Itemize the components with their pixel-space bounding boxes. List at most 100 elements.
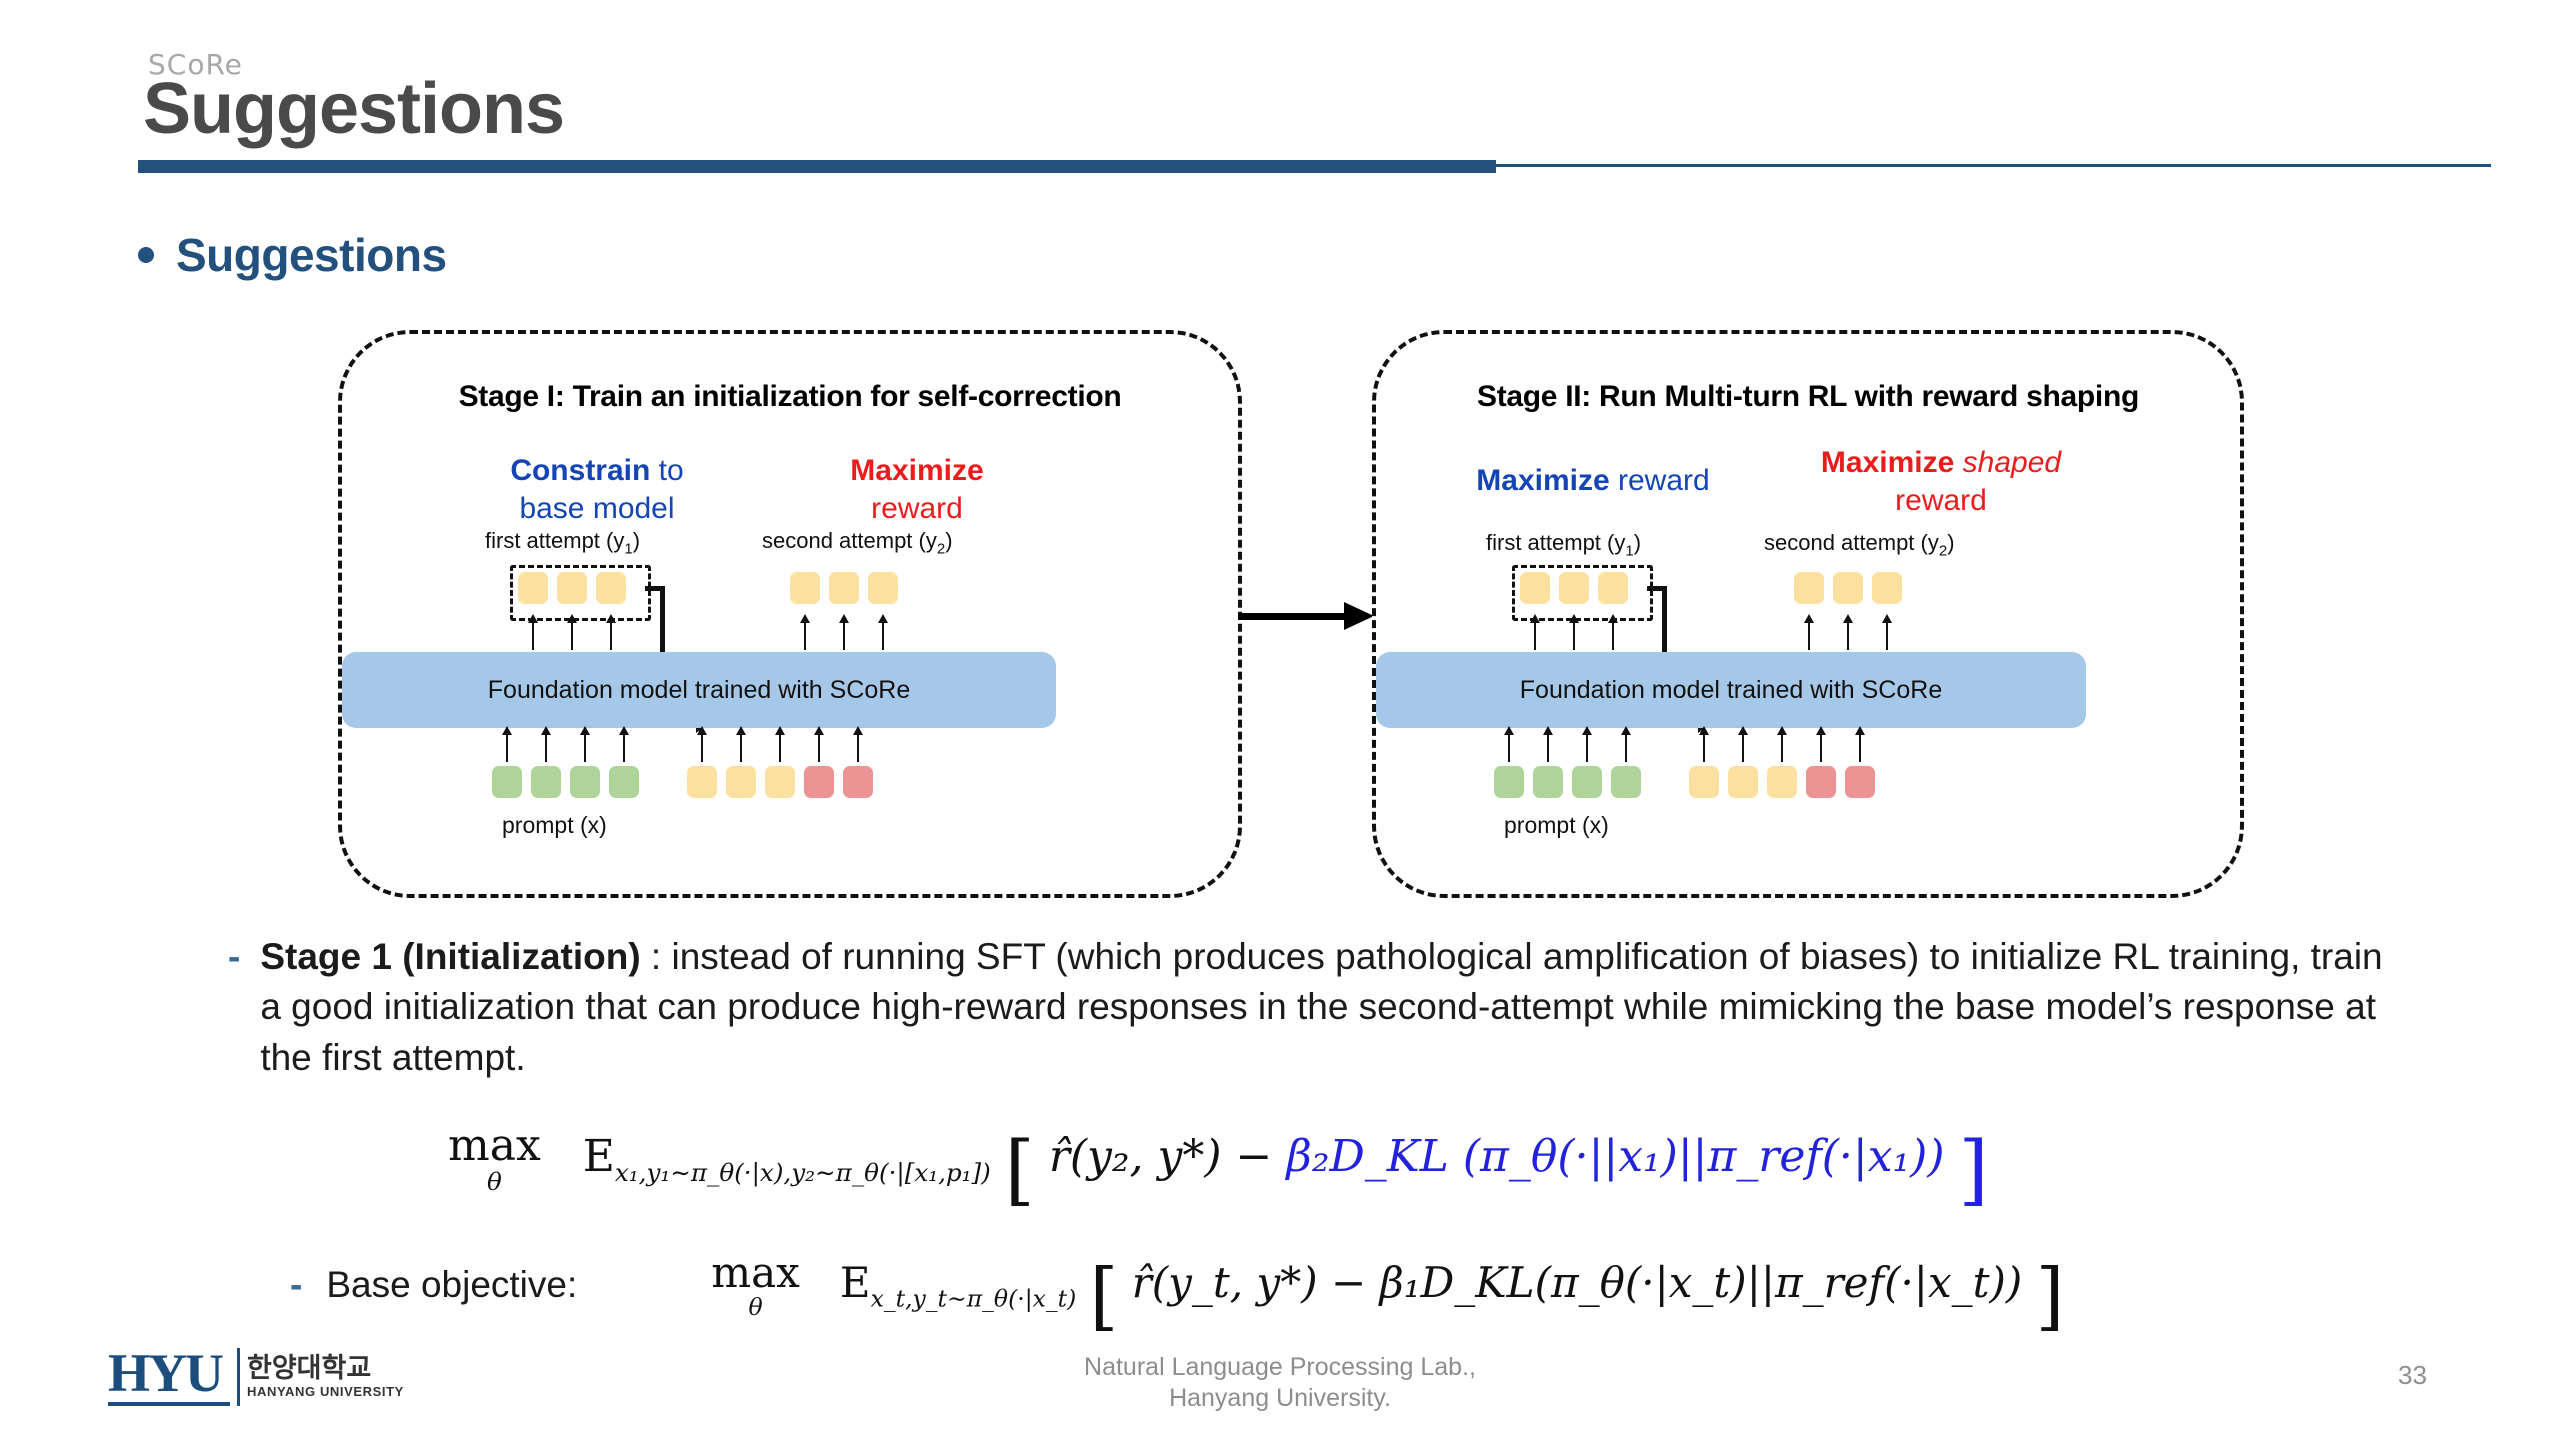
stage-2-left-objective-rest: reward (1609, 464, 1710, 497)
stage-1-first-attempt-sub: 1 (624, 540, 633, 558)
stage-1-second-attempt-tokens (790, 572, 898, 604)
pipeline-diagram: Stage I: Train an initialization for sel… (0, 318, 2560, 898)
stage-2-right-objective-line2: reward (1895, 484, 1987, 518)
body-bullet-stage1: - Stage 1 (Initialization) : instead of … (228, 932, 2408, 1083)
section-heading-label: Suggestions (176, 229, 447, 281)
arrow-up-icon (697, 726, 707, 762)
arrow-up-icon (1882, 614, 1892, 650)
token (829, 572, 859, 604)
formula-main-bracket-close: ] (1958, 1126, 1989, 1216)
formula-stage1-objective: max θ Ex₁,y₁∼π_θ(·|x),y₂∼π_θ(·|[x₁,p₁]) … (448, 1120, 1989, 1216)
formula-base-label: Base objective: (326, 1264, 578, 1305)
body-bullet-content: Stage 1 (Initialization) : instead of ru… (260, 932, 2408, 1083)
stage-2-second-attempt-sub: 2 (1938, 542, 1948, 560)
token (518, 572, 548, 604)
arrow-up-icon (1530, 614, 1540, 650)
slide-header: SCoRe Suggestions (0, 0, 2560, 185)
footer-affiliation-line2: Hanyang University. (1169, 1384, 1391, 1413)
stage-2-model-box: Foundation model trained with SCoRe (1376, 652, 2086, 728)
formula-base-expectation: Ex_t,y_t∼π_θ(·|x_t) (839, 1257, 1077, 1313)
arrow-up-icon (814, 726, 824, 762)
stage-2-left-objective-keyword: Maximize (1476, 464, 1610, 497)
arrow-up-icon (839, 614, 849, 650)
stage-2-first-attempt-tokens (1520, 572, 1628, 604)
token (1767, 766, 1797, 798)
arrow-up-icon (580, 726, 590, 762)
token (843, 766, 873, 798)
arrow-up-icon (1608, 614, 1618, 650)
stage-2-second-attempt-text: second attempt (y (1764, 530, 1939, 555)
logo-mark: HYU (108, 1346, 230, 1406)
token (1833, 572, 1863, 604)
arrow-up-icon (1777, 726, 1787, 762)
footer-affiliation-line1: Natural Language Processing Lab., (1084, 1353, 1476, 1381)
token (1872, 572, 1902, 604)
stage-1-prompt-caption: prompt (x) (502, 812, 607, 838)
formula-base-reward-term: r̂(y_t, y*) (1131, 1257, 1318, 1307)
formula-base-objective-row: - Base objective: max θ Ex_t,y_t∼π_θ(·|x… (290, 1252, 2064, 1340)
page-title: Suggestions (143, 69, 565, 149)
stage-2-output-tokens (1689, 766, 1875, 798)
stage-1-first-attempt-caption: first attempt (y1) (485, 528, 640, 557)
arrow-up-icon (775, 726, 785, 762)
formula-main-max: max θ (448, 1120, 541, 1196)
arrow-up-icon (606, 614, 616, 650)
token (1845, 766, 1875, 798)
logo-text-block: 한양대학교 HANYANG UNIVERSITY (247, 1348, 404, 1406)
stage-1-first-attempt-tokens (518, 572, 626, 604)
stage-1-right-objective-line2: reward (871, 492, 963, 526)
formula-main-bracket-open: [ (1004, 1126, 1035, 1216)
arrow-up-icon (619, 726, 629, 762)
token (1520, 572, 1550, 604)
stage-2-first-attempt-group (1512, 565, 1653, 621)
arrow-up-icon (800, 614, 810, 650)
stage-1-left-objective-line2: base model (519, 492, 675, 526)
stage-1-second-attempt-tail: ) (945, 528, 953, 553)
stage-2-right-objective-keyword: Maximize (1820, 446, 1955, 479)
stage-1-first-attempt-group (510, 565, 651, 621)
stage-2-first-attempt-caption: first attempt (y1) (1486, 530, 1641, 559)
arrow-up-icon (1816, 726, 1826, 762)
stage-2-first-attempt-sub: 1 (1625, 542, 1634, 560)
arrow-up-icon (1843, 614, 1853, 650)
token (868, 572, 898, 604)
arrow-up-icon (1804, 614, 1814, 650)
arrow-up-icon (736, 726, 746, 762)
logo-divider (237, 1348, 240, 1406)
arrow-up-icon (1543, 726, 1553, 762)
token (1611, 766, 1641, 798)
stage-1-model-label: Foundation model trained with SCoRe (487, 675, 911, 704)
stage-1-heading: Stage I: Train an initialization for sel… (458, 380, 1122, 413)
bullet-dot-icon (138, 247, 154, 263)
footer-affiliation: Natural Language Processing Lab., Hanyan… (0, 1352, 2560, 1415)
stage-1-second-attempt-text: second attempt (y (762, 528, 937, 553)
stage-2-second-attempt-tail: ) (1947, 530, 1955, 555)
stage-1-output-tokens (687, 766, 873, 798)
formula-base-bracket-open: [ (1089, 1254, 1119, 1340)
formula-base-kl-term: β₁D_KL(π_θ(·|x_t)||π_ref(·|x_t)) (1379, 1257, 2023, 1307)
formula-base-expression: max θ Ex_t,y_t∼π_θ(·|x_t) [ r̂(y_t, y*) … (711, 1252, 2065, 1340)
formula-base-bracket-close: ] (2035, 1254, 2065, 1340)
arrow-up-icon (1855, 726, 1865, 762)
token (1806, 766, 1836, 798)
stage-1-left-objective: Constrain to base model (452, 452, 742, 529)
token (1494, 766, 1524, 798)
stage-1-left-objective-rest: to (650, 454, 684, 487)
stage-2-first-attempt-tail: ) (1633, 530, 1642, 555)
stage-1-model-box: Foundation model trained with SCoRe (342, 652, 1056, 728)
stage-1-first-attempt-tail: ) (632, 528, 641, 553)
arrow-up-icon (567, 614, 577, 650)
section-heading: Suggestions (138, 228, 447, 282)
arrow-up-icon (853, 726, 863, 762)
stage-2-prompt-tokens (1494, 766, 1641, 798)
body-text-block: - Stage 1 (Initialization) : instead of … (228, 932, 2408, 1083)
arrow-up-icon (1582, 726, 1592, 762)
stage-2-heading: Stage II: Run Multi-turn RL with reward … (1476, 380, 2139, 413)
stage-2-second-attempt-caption: second attempt (y2) (1764, 530, 1955, 559)
arrow-up-icon (1504, 726, 1514, 762)
formula-main-kl-term: β₂D_KL (π_θ(·||x₁)||π_ref(·|x₁)) (1286, 1130, 1945, 1182)
token (570, 766, 600, 798)
arrow-up-icon (878, 614, 888, 650)
stage-2-container: Stage II: Run Multi-turn RL with reward … (1372, 330, 2244, 898)
logo-english-name: HANYANG UNIVERSITY (247, 1383, 404, 1399)
